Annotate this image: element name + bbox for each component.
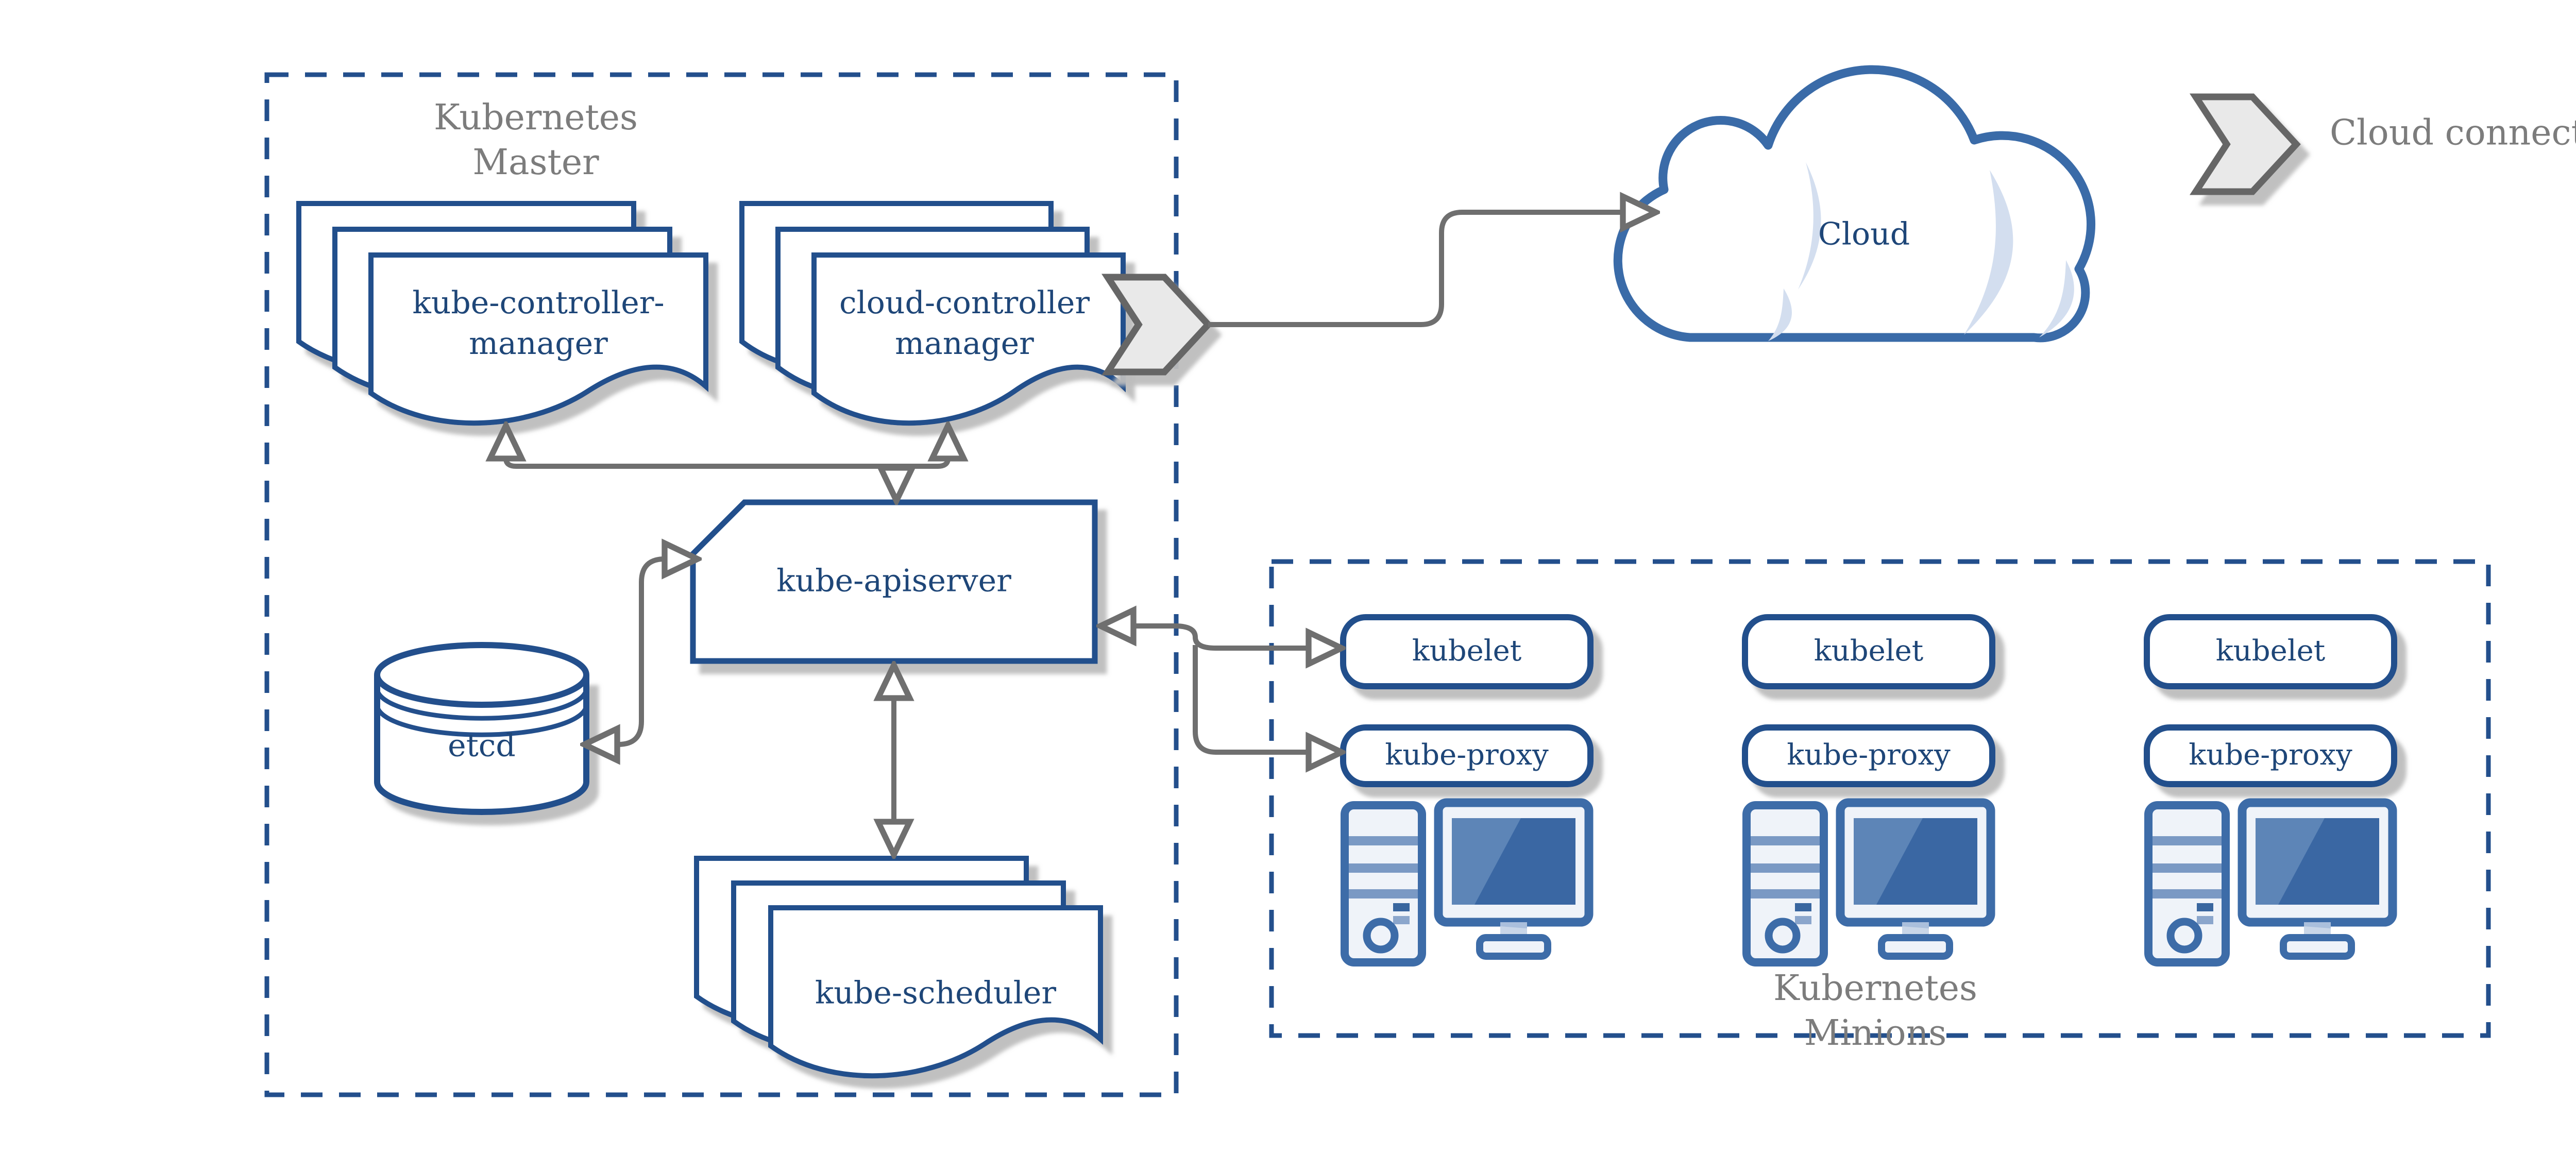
- computer-icon: [1747, 803, 1991, 962]
- legend-cloud-connector-label: Cloud connector: [2330, 112, 2576, 154]
- cloud-label: Cloud: [1818, 216, 1910, 252]
- cloud-sliver: [1964, 170, 2013, 335]
- kubelet-label: kubelet: [2215, 634, 2326, 668]
- kube-apiserver-label: kube-apiserver: [776, 563, 1011, 599]
- master-box: [264, 72, 1179, 1097]
- computer-icon: [2148, 803, 2393, 962]
- legend-cloud-connector-icon: [2196, 97, 2296, 192]
- kube-controller-manager-label: kube-controller-manager: [412, 284, 665, 362]
- kubelet-label: kubelet: [1814, 634, 1924, 668]
- apiserver-kubeproxy-line: [1193, 645, 1309, 752]
- cloud-sliver: [1768, 289, 1792, 341]
- ccm-to-cloud-line: [1208, 212, 1623, 327]
- etcd-label: etcd: [448, 727, 516, 764]
- cloud-controller-manager-shape: [739, 201, 1126, 426]
- minions-box: [1269, 559, 2491, 1038]
- kubelet-label: kubelet: [1412, 634, 1522, 668]
- cloud-sliver: [2039, 260, 2074, 337]
- cloud-sliver: [1798, 162, 1821, 290]
- controllers-junction-line: [506, 459, 948, 469]
- kube-scheduler-label: kube-scheduler: [815, 975, 1057, 1011]
- apiserver-etcd-line: [617, 559, 665, 744]
- apiserver-kubelet-line: [1133, 626, 1309, 648]
- kube-proxy-label: kube-proxy: [2189, 738, 2352, 772]
- computer-icon: [1345, 803, 1589, 962]
- minion-node-shapes: [1340, 614, 2397, 787]
- cloud-shape: [1613, 65, 2095, 343]
- connectors: [506, 212, 1623, 822]
- etcd-shape: [374, 642, 589, 815]
- kube-proxy-label: kube-proxy: [1385, 738, 1549, 772]
- kube-proxy-label: kube-proxy: [1787, 738, 1951, 772]
- kube-controller-manager-shape: [296, 201, 708, 426]
- kube-scheduler-shape: [694, 856, 1103, 1079]
